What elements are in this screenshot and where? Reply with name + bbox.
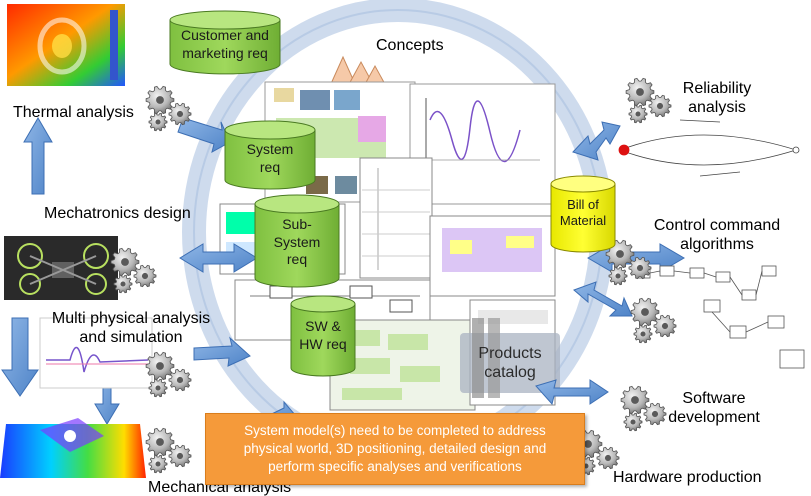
system-model-note: System model(s) need to be completed to … bbox=[205, 413, 585, 485]
hardware-production-label: Hardware production bbox=[613, 469, 762, 486]
gear-hub-icon bbox=[176, 452, 184, 460]
system-req-label: System req bbox=[228, 141, 312, 176]
gear-hub-icon bbox=[636, 264, 644, 272]
gear-hub-icon bbox=[176, 376, 184, 384]
subsystem-req-line-2: System bbox=[273, 233, 321, 250]
system-req-line-2: req bbox=[259, 158, 281, 175]
gear-hub-icon bbox=[651, 410, 659, 418]
products-catalog-label: Products catalog bbox=[468, 344, 552, 382]
software-line-2: development bbox=[668, 409, 760, 427]
gear-hub-icon bbox=[155, 119, 161, 125]
control-line-2: algorithms bbox=[680, 236, 754, 254]
reliability-diagram bbox=[618, 119, 800, 177]
customer-req-line-1: Customer and bbox=[181, 27, 269, 43]
mechanical-analysis-image bbox=[0, 418, 146, 478]
system-req-line-1: System bbox=[246, 141, 294, 157]
gear-hub-icon bbox=[630, 419, 636, 425]
subsystem-req-line-1: Sub- bbox=[282, 216, 312, 232]
subsystem-req-cylinder bbox=[254, 194, 340, 288]
customer-marketing-req-label: Customer and marketing req bbox=[172, 27, 278, 62]
gear-hub-icon bbox=[604, 454, 612, 462]
gear-hub-icon bbox=[615, 273, 621, 279]
gear-hub-icon bbox=[176, 110, 184, 118]
note-line-1: System model(s) need to be completed to … bbox=[244, 422, 546, 438]
control-command-label: Control command algorithms bbox=[651, 216, 783, 254]
gear-hub-icon bbox=[635, 111, 641, 117]
sw-hw-req-label: SW & HW req bbox=[292, 318, 354, 353]
products-catalog-line-1: Products bbox=[478, 345, 542, 362]
thermal-analysis-image bbox=[7, 4, 125, 86]
simulation-plot-image bbox=[39, 317, 153, 389]
reliability-line-1: Reliability bbox=[682, 80, 752, 97]
reliability-analysis-label: Reliability analysis bbox=[668, 79, 766, 117]
reliability-line-2: analysis bbox=[688, 99, 746, 117]
sw-hw-req-cylinder bbox=[290, 295, 356, 377]
note-line-2: physical world, 3D positioning, detailed… bbox=[243, 440, 547, 456]
products-catalog-line-2: catalog bbox=[484, 364, 536, 382]
gear-hub-icon bbox=[156, 96, 164, 104]
customer-marketing-req-cylinder bbox=[169, 10, 281, 75]
software-line-1: Software bbox=[682, 390, 746, 407]
gear-hub-icon bbox=[640, 331, 646, 337]
bill-of-material-label: Bill of Material bbox=[551, 197, 615, 230]
concepts-label: Concepts bbox=[376, 37, 444, 54]
customer-req-line-2: marketing req bbox=[182, 44, 268, 61]
drone-image bbox=[4, 236, 118, 300]
control-line-1: Control command bbox=[653, 217, 781, 234]
gear-hub-icon bbox=[631, 396, 639, 404]
gear-hub-icon bbox=[584, 440, 592, 448]
mechatronics-design-label: Mechatronics design bbox=[44, 205, 191, 222]
sw-hw-req-line-2: HW req bbox=[299, 335, 347, 352]
gear-hub-icon bbox=[155, 385, 161, 391]
control-block-diagram bbox=[635, 265, 805, 369]
gear-hub-icon bbox=[641, 308, 649, 316]
system-req-cylinder bbox=[224, 120, 316, 190]
gear-hub-icon bbox=[156, 362, 164, 370]
thermal-analysis-label: Thermal analysis bbox=[13, 104, 134, 121]
gear-hub-icon bbox=[155, 461, 161, 467]
bom-line-1: Bill of bbox=[567, 197, 599, 212]
multi-physical-line-1: Multi physical analysis bbox=[51, 310, 211, 327]
gear-hub-icon bbox=[120, 281, 126, 287]
gear-hub-icon bbox=[156, 438, 164, 446]
gear-hub-icon bbox=[141, 272, 149, 280]
gear-hub-icon bbox=[661, 322, 669, 330]
subsystem-req-line-3: req bbox=[286, 251, 308, 267]
software-development-label: Software development bbox=[660, 389, 768, 427]
products-catalog-box bbox=[460, 318, 560, 398]
gear-hub-icon bbox=[656, 102, 664, 110]
note-line-3: perform specific analyses and verificati… bbox=[268, 459, 522, 475]
gear-hub-icon bbox=[636, 88, 644, 96]
sw-hw-req-line-1: SW & bbox=[305, 318, 341, 334]
subsystem-req-label: Sub- System req bbox=[258, 216, 336, 269]
gear-hub-icon bbox=[121, 258, 129, 266]
multi-physical-line-2: and simulation bbox=[79, 329, 183, 347]
bill-of-material-cylinder bbox=[550, 175, 616, 253]
bom-line-2: Material bbox=[559, 213, 607, 229]
gear-hub-icon bbox=[616, 250, 624, 258]
multi-physical-label: Multi physical analysis and simulation bbox=[42, 309, 220, 347]
